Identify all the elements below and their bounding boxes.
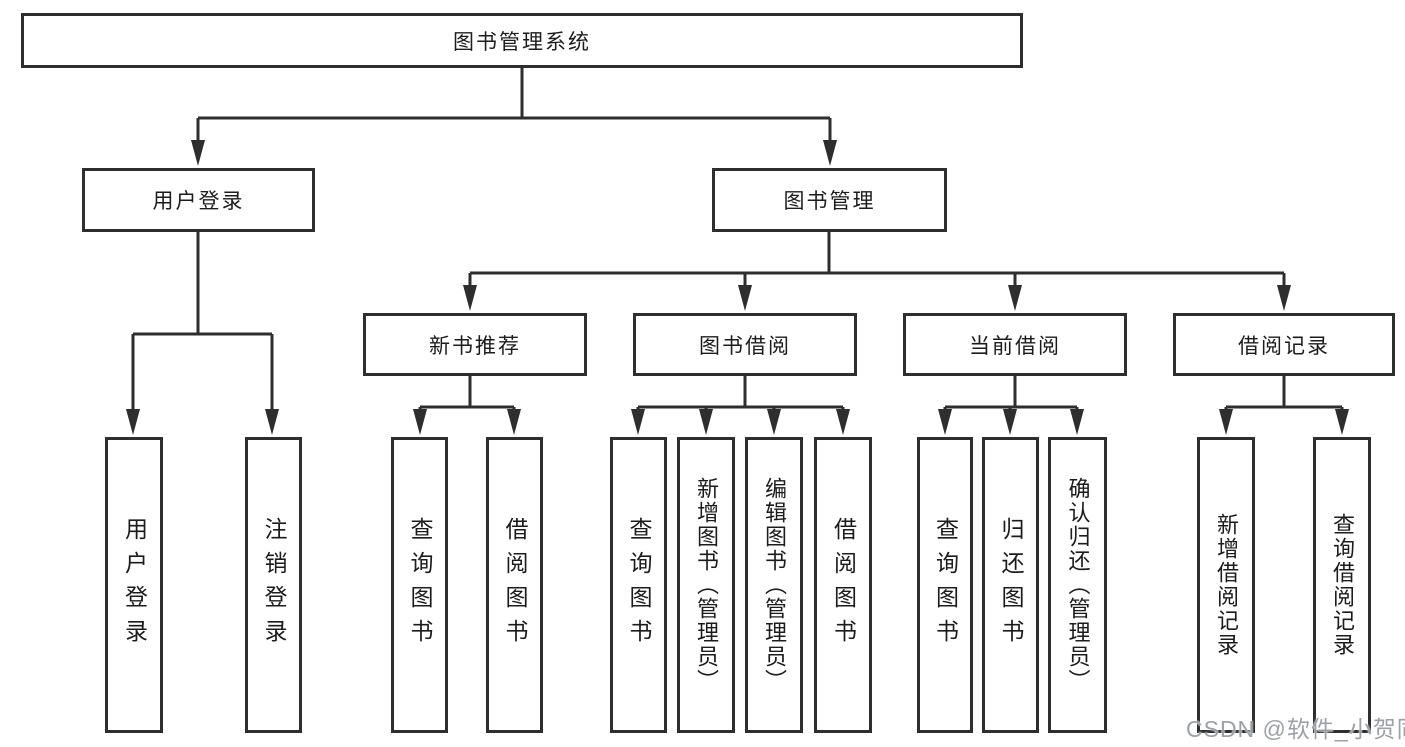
leaf-query-book-borrowing-label: 查询图书 (626, 517, 652, 653)
node-current-borrowing-label: 当前借阅 (969, 334, 1061, 358)
node-new-book-recommend: 新书推荐 (363, 313, 587, 376)
leaf-query-borrow-record-label: 查询借阅记录 (1330, 513, 1355, 657)
leaf-return-book-label: 归还图书 (998, 517, 1024, 653)
leaf-add-borrow-record-label: 新增借阅记录 (1214, 513, 1239, 657)
node-book-borrowing-label: 图书借阅 (699, 334, 791, 358)
leaf-borrow-book-borrowing: 借阅图书 (814, 437, 872, 733)
node-book-management: 图书管理 (712, 168, 947, 232)
arrowheads (126, 140, 1349, 435)
leaf-edit-book-admin: 编辑图书（管理员） (745, 437, 803, 733)
leaf-query-book-recommend-label: 查询图书 (407, 517, 433, 653)
node-borrowing-records-label: 借阅记录 (1238, 334, 1330, 358)
leaf-user-login: 用户登录 (105, 437, 163, 733)
leaf-query-book-recommend: 查询图书 (391, 437, 448, 733)
node-user-login-group-label: 用户登录 (152, 190, 245, 213)
leaf-borrow-book-borrowing-label: 借阅图书 (830, 517, 857, 653)
leaf-logout-login: 注销登录 (245, 437, 302, 733)
leaf-borrow-book-recommend-label: 借阅图书 (502, 517, 528, 653)
leaf-add-book-admin: 新增图书（管理员） (677, 437, 735, 733)
node-root-label: 图书管理系统 (453, 30, 591, 54)
node-new-book-recommend-label: 新书推荐 (429, 334, 521, 358)
leaf-return-book: 归还图书 (982, 437, 1039, 733)
leaf-query-book-borrowing: 查询图书 (610, 437, 667, 733)
node-root: 图书管理系统 (21, 13, 1023, 68)
leaf-edit-book-admin-label: 编辑图书（管理员） (762, 477, 787, 693)
node-user-login-group: 用户登录 (82, 168, 315, 232)
leaf-query-borrow-record: 查询借阅记录 (1313, 437, 1371, 733)
leaf-borrow-book-recommend: 借阅图书 (486, 437, 543, 733)
node-current-borrowing: 当前借阅 (903, 313, 1127, 376)
leaf-add-book-admin-label: 新增图书（管理员） (694, 477, 719, 693)
csdn-watermark: CSDN @软件_小贺同学 (1186, 716, 1405, 742)
node-book-borrowing: 图书借阅 (633, 313, 857, 376)
leaf-query-book-current-label: 查询图书 (932, 517, 959, 653)
leaf-add-borrow-record: 新增借阅记录 (1197, 437, 1255, 733)
leaf-logout-login-label: 注销登录 (261, 517, 287, 653)
leaf-confirm-return-admin: 确认归还（管理员） (1048, 437, 1107, 733)
node-book-management-label: 图书管理 (783, 190, 876, 213)
node-borrowing-records: 借阅记录 (1173, 313, 1395, 376)
leaf-confirm-return-admin-label: 确认归还（管理员） (1065, 477, 1091, 693)
leaf-user-login-label: 用户登录 (121, 517, 148, 653)
leaf-query-book-current: 查询图书 (917, 437, 973, 733)
